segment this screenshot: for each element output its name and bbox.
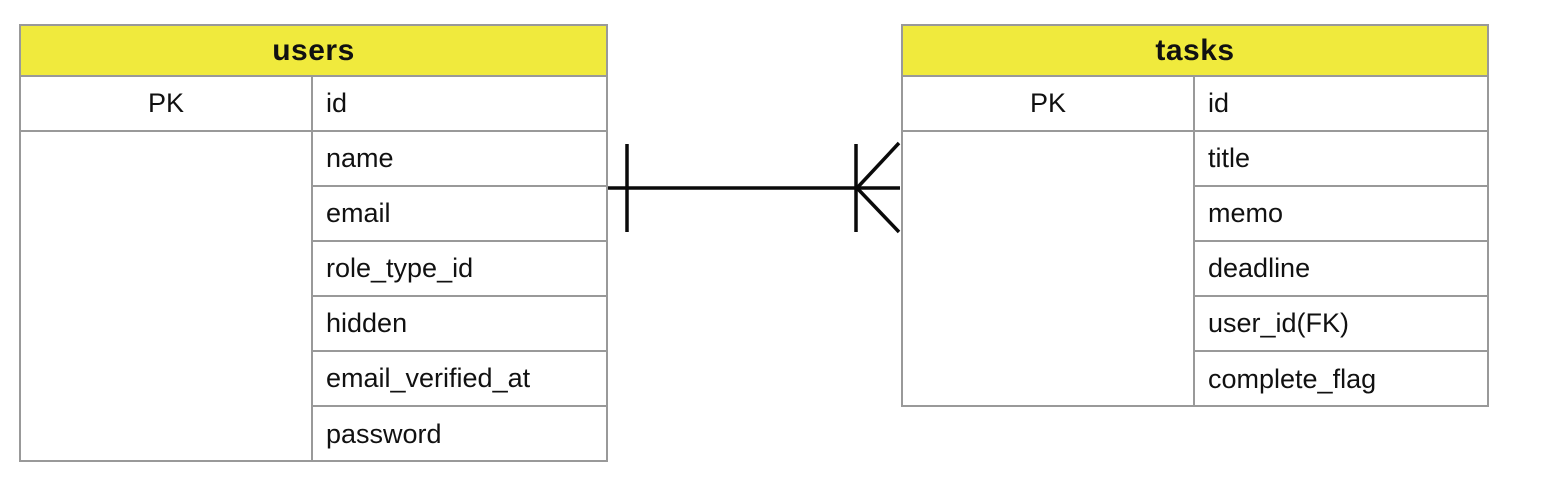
entity-tasks-field-column: title memo deadline user_id(FK) complete… [1195,132,1487,407]
crow-foot-lower-line [855,186,901,234]
entity-users-pk-label: PK [21,77,313,130]
entity-tasks-pk-label: PK [903,77,1195,130]
field-row: deadline [1195,242,1487,297]
entity-tasks-pk-field: id [1208,88,1230,118]
field-row: hidden [313,297,606,352]
entity-tasks-key-column [903,132,1195,407]
entity-users-pk-row: PK id [21,77,606,132]
entity-tasks: tasks PK id title memo deadline user_id(… [901,24,1489,407]
field-row: role_type_id [313,242,606,297]
entity-tasks-pk-row: PK id [903,77,1487,132]
entity-users-body: name email role_type_id hidden email_ver… [21,132,606,462]
field-row: email [313,187,606,242]
entity-tasks-header: tasks [903,26,1487,77]
entity-tasks-body: title memo deadline user_id(FK) complete… [903,132,1487,407]
crow-foot-upper-line [855,141,901,190]
field-row: complete_flag [1208,364,1377,394]
entity-users-field-column: name email role_type_id hidden email_ver… [313,132,606,462]
field-row: memo [1195,187,1487,242]
field-row: password [326,419,442,449]
entity-users-pk-field: id [326,88,348,118]
entity-users-title: users [272,33,355,67]
field-row: email_verified_at [313,352,606,407]
entity-users: users PK id name email role_type_id hidd… [19,24,608,462]
entity-users-header: users [21,26,606,77]
field-row: name [313,132,606,187]
field-row: title [1195,132,1487,187]
entity-users-key-column [21,132,313,462]
entity-tasks-title: tasks [1155,33,1235,67]
field-row: user_id(FK) [1195,297,1487,352]
